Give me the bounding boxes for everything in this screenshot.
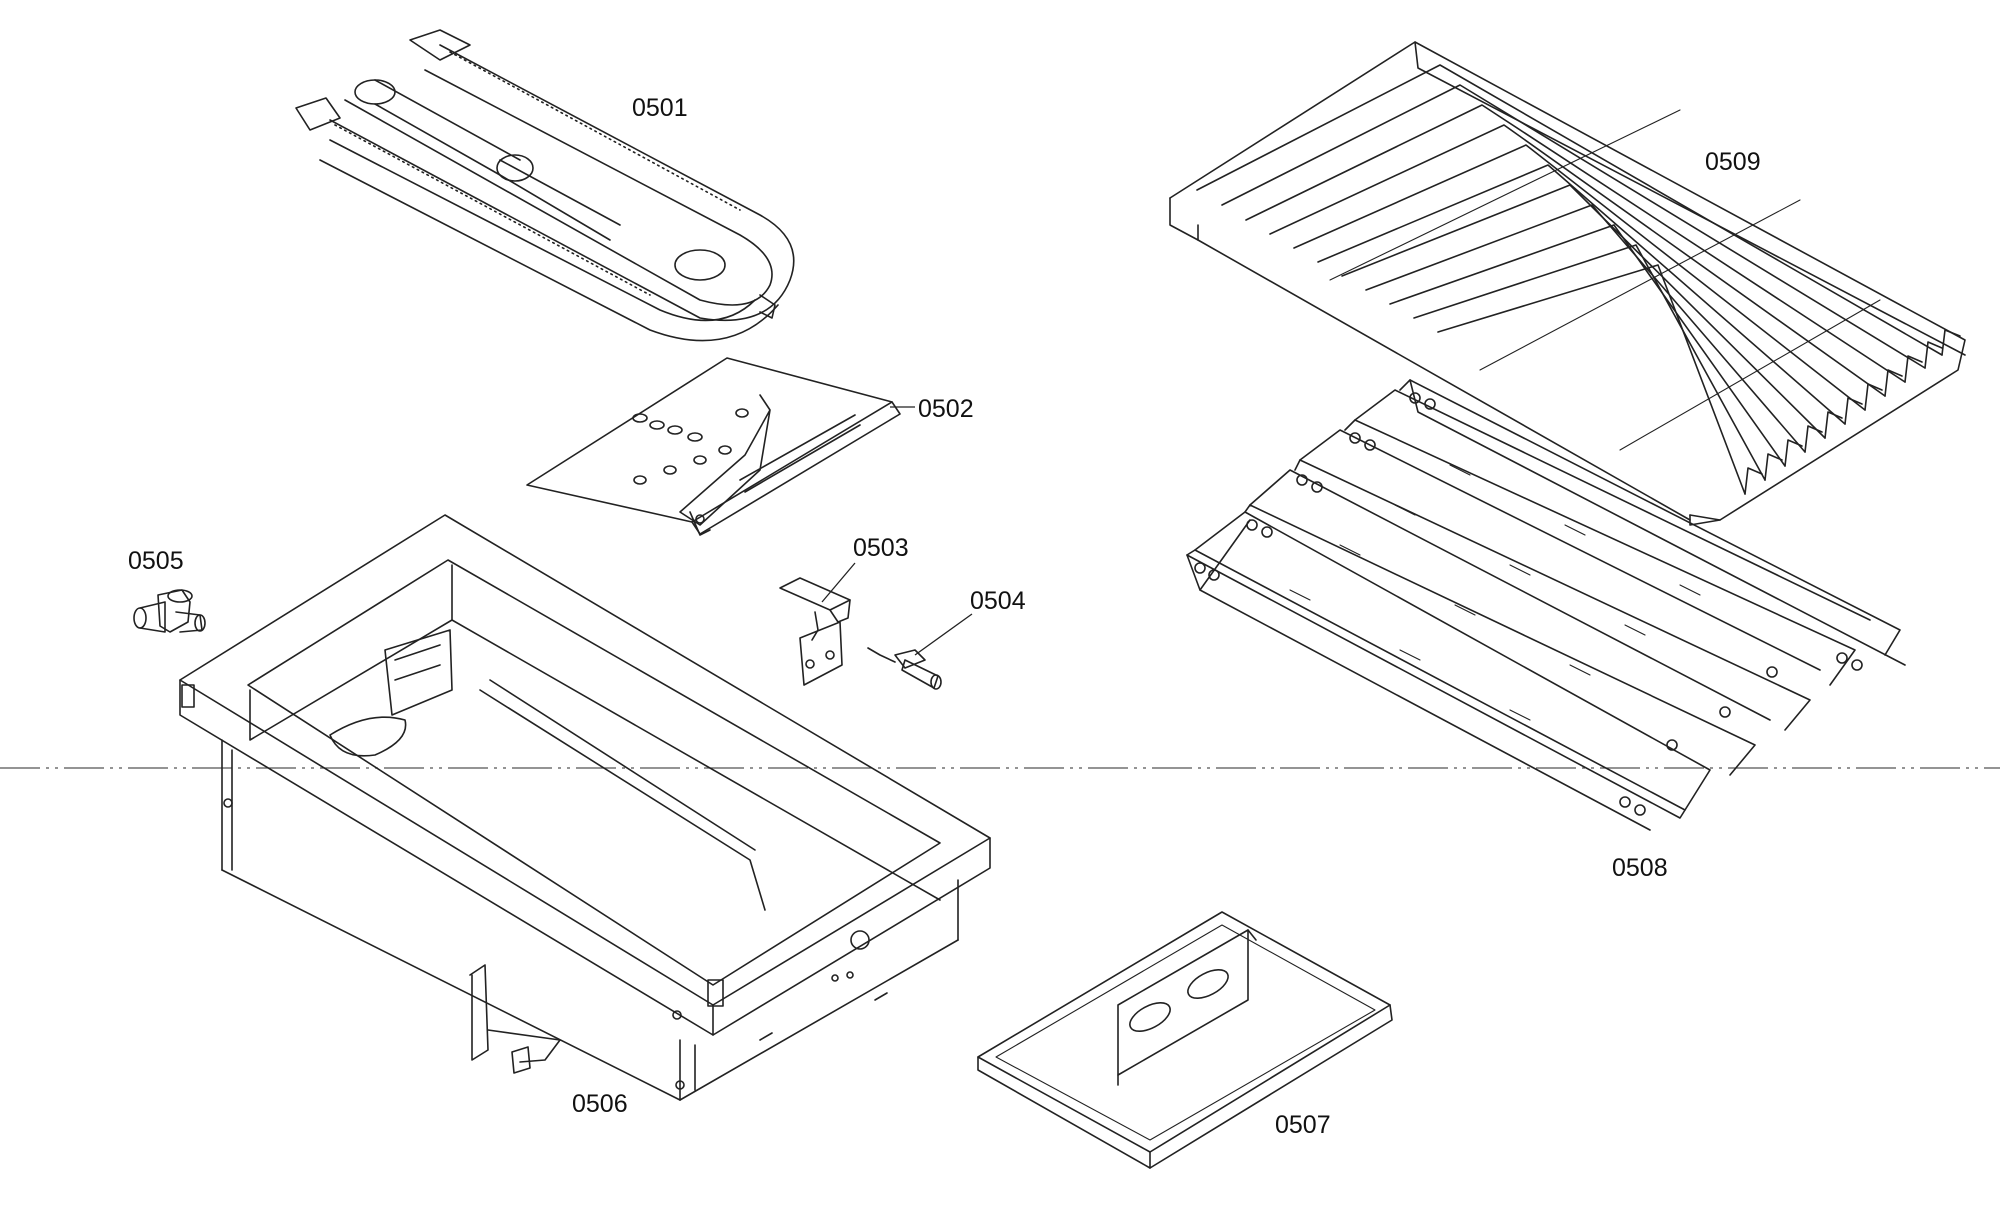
callout-0502-group: 0502: [890, 395, 974, 423]
burner-box-part: [179, 514, 991, 1101]
callout-0502: 0502: [918, 395, 974, 423]
callout-0505-group: 0505: [128, 547, 184, 575]
callout-0507-group: 0507: [1275, 1111, 1331, 1139]
igniter-electrode-part: [867, 647, 942, 690]
gas-fitting-elbow-part: [133, 589, 206, 633]
callout-0504-group: 0504: [914, 587, 1026, 656]
callout-0506: 0506: [572, 1090, 628, 1118]
callout-0508-group: 0508: [1612, 854, 1668, 882]
callout-0501-group: 0501: [632, 94, 688, 122]
callout-0509-group: 0509: [1705, 148, 1761, 176]
u-burner-tube-part: [295, 29, 795, 342]
callout-0504: 0504: [970, 587, 1026, 615]
drip-tray-part: [977, 911, 1393, 1169]
callout-0506-group: 0506: [572, 1090, 628, 1118]
leader-0504: [914, 613, 973, 656]
flame-tamers-part: [1186, 379, 1906, 831]
igniter-bracket-part: [779, 577, 851, 686]
burner-shield-plate-part: [526, 357, 901, 536]
callout-0503-group: 0503: [821, 534, 909, 603]
callout-0501: 0501: [632, 94, 688, 122]
callout-0509: 0509: [1705, 148, 1761, 176]
callout-0507: 0507: [1275, 1111, 1331, 1139]
callout-0508: 0508: [1612, 854, 1668, 882]
grill-grate-part: [1169, 41, 1966, 526]
callout-0503: 0503: [853, 534, 909, 562]
leader-0503: [821, 562, 856, 603]
callout-0505: 0505: [128, 547, 184, 575]
